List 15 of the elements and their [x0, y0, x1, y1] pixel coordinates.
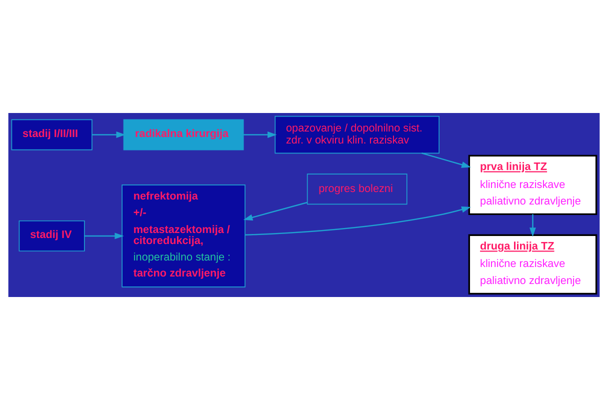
- node-box: prva linija TZ klinične raziskave paliativno zdravljenje: [468, 154, 598, 216]
- arrow: [422, 152, 471, 168]
- arrow: [84, 232, 124, 240]
- node-box: nefrektomija +/- metastazektomija / citoredukcija, inoperabilno stanje : tarčno zdravljenje: [122, 184, 246, 288]
- arrow: [92, 132, 126, 138]
- arrow: [244, 132, 277, 138]
- arrow: [530, 214, 536, 237]
- arrow: [243, 202, 308, 221]
- node-box: progres bolezni: [306, 174, 408, 205]
- node-box: stadij I/II/III: [11, 119, 92, 150]
- node-box: stadij IV: [18, 220, 85, 252]
- node-box: opazovanje / dopolnilno sist. zdr. v okviru klin. raziskav: [274, 116, 440, 154]
- node-box: radikalna kirurgija: [123, 119, 244, 150]
- node-box: druga linija TZ klinične raziskave paliativno zdravljenje: [468, 234, 598, 294]
- arrow: [245, 206, 471, 236]
